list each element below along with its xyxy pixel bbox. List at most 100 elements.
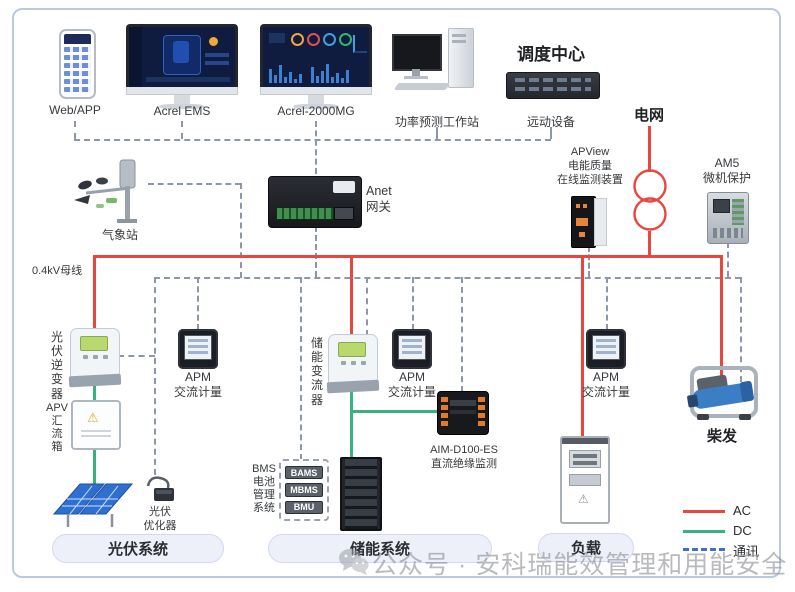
comm-line <box>366 277 368 336</box>
comm-line <box>148 183 241 185</box>
bmu-box: BMU <box>285 500 323 514</box>
comm-line <box>606 277 608 330</box>
pv-inverter-illustration <box>68 328 122 388</box>
gateway-illustration <box>268 176 362 228</box>
pv-system-label: 光伏系统 <box>107 541 168 558</box>
weather-station-label: 气象站 <box>101 228 138 242</box>
solar-panel-illustration <box>52 483 134 527</box>
comm-line <box>300 277 302 460</box>
dispatch-center-label: 调度中心 <box>517 45 585 64</box>
diagram-frame <box>12 8 781 578</box>
ems-monitor-illustration <box>126 24 238 109</box>
dc-line <box>350 387 353 458</box>
comm-line <box>588 246 590 277</box>
dc-line <box>93 381 96 402</box>
load-system-label: 负载 <box>570 540 601 557</box>
ac-line <box>648 126 651 172</box>
comm-line <box>740 277 742 382</box>
battery-rack-illustration <box>340 457 382 531</box>
apview-device-illustration <box>571 196 607 248</box>
legend-comm-line <box>683 548 725 551</box>
aim-device-illustration <box>437 391 489 435</box>
transformer-symbol-icon <box>633 169 667 231</box>
comm-line <box>181 121 183 139</box>
legend-dc-line <box>683 530 725 533</box>
comm-line <box>240 183 242 278</box>
legend-ac-line <box>683 510 725 513</box>
watermark-text: 公众号 · 安科瑞能效管理和用能安全 <box>372 551 788 579</box>
bms-group: BAMS MBMS BMU <box>279 459 329 521</box>
remote-terminal-illustration <box>506 72 600 99</box>
load-system-pill: 负载 <box>538 533 634 562</box>
ac-line <box>93 255 96 331</box>
pv-optimizer-illustration <box>146 476 174 501</box>
ems-screen <box>126 24 238 87</box>
warning-triangle-icon: ⚠ <box>578 492 589 506</box>
comm-line <box>154 277 741 279</box>
dc-line <box>93 446 96 484</box>
comm-line <box>74 121 76 139</box>
pcs-illustration <box>326 334 380 394</box>
comm-line <box>727 242 729 277</box>
warning-triangle-icon: ⚠ <box>87 410 99 425</box>
ac-line <box>648 231 651 256</box>
apm-meter-illustration <box>392 329 432 369</box>
comm-line <box>74 139 551 141</box>
ac-line <box>720 255 723 378</box>
bams-box: BAMS <box>285 466 323 480</box>
ac-line <box>581 255 584 437</box>
web-app-label: Web/APP <box>49 103 101 117</box>
remote-device-label: 远动设备 <box>526 115 575 129</box>
busbar-label: 0.4kV母线 <box>32 265 83 277</box>
comm-line <box>412 277 414 330</box>
legend-comm-label: 通讯 <box>733 544 760 559</box>
ac-busbar-line <box>94 255 723 258</box>
smartphone-illustration <box>59 29 96 99</box>
phone-screen-rows <box>64 47 91 92</box>
comm-line <box>436 127 438 139</box>
apm-meter-illustration <box>586 329 626 369</box>
comm-line <box>154 277 156 475</box>
comm-line <box>197 277 199 330</box>
load-cabinet-illustration: ⚠ <box>560 436 610 524</box>
wechat-icon <box>339 549 369 575</box>
ess-system-label: 储能系统 <box>349 541 410 558</box>
grid-label: 电网 <box>633 107 664 124</box>
pv-optimizer-label: 光伏优化器 <box>143 506 177 532</box>
acrel-2000mg-label: Acrel-2000MG <box>277 104 355 118</box>
dc-line <box>350 410 439 413</box>
pcs-label: 储能变流器 <box>310 336 323 407</box>
comm-line <box>461 277 463 392</box>
comm-line <box>315 226 317 277</box>
diesel-generator-illustration <box>687 366 758 420</box>
comm-line <box>315 121 317 174</box>
pv-system-pill: 光伏系统 <box>52 534 224 563</box>
diesel-label: 柴发 <box>706 428 737 445</box>
ac-line <box>350 255 353 338</box>
ess-system-pill: 储能系统 <box>268 534 492 563</box>
weather-station-illustration <box>74 159 137 223</box>
forecast-station-label: 功率预测工作站 <box>394 115 479 129</box>
mg-monitor-illustration <box>260 24 372 109</box>
pv-inverter-label: 光伏逆变器 <box>50 330 63 401</box>
legend-dc-label: DC <box>733 523 752 538</box>
comm-line <box>550 127 552 139</box>
combiner-box-illustration: ⚠ <box>71 400 121 450</box>
mbms-box: MBMS <box>285 483 323 497</box>
phone-screen-header <box>64 34 91 44</box>
workstation-illustration <box>392 28 480 92</box>
legend-ac-label: AC <box>733 503 752 518</box>
mg-screen <box>260 24 372 87</box>
comm-line <box>118 355 155 357</box>
apm-meter-illustration <box>178 329 218 369</box>
acrel-ems-label: Acrel EMS <box>153 104 211 118</box>
